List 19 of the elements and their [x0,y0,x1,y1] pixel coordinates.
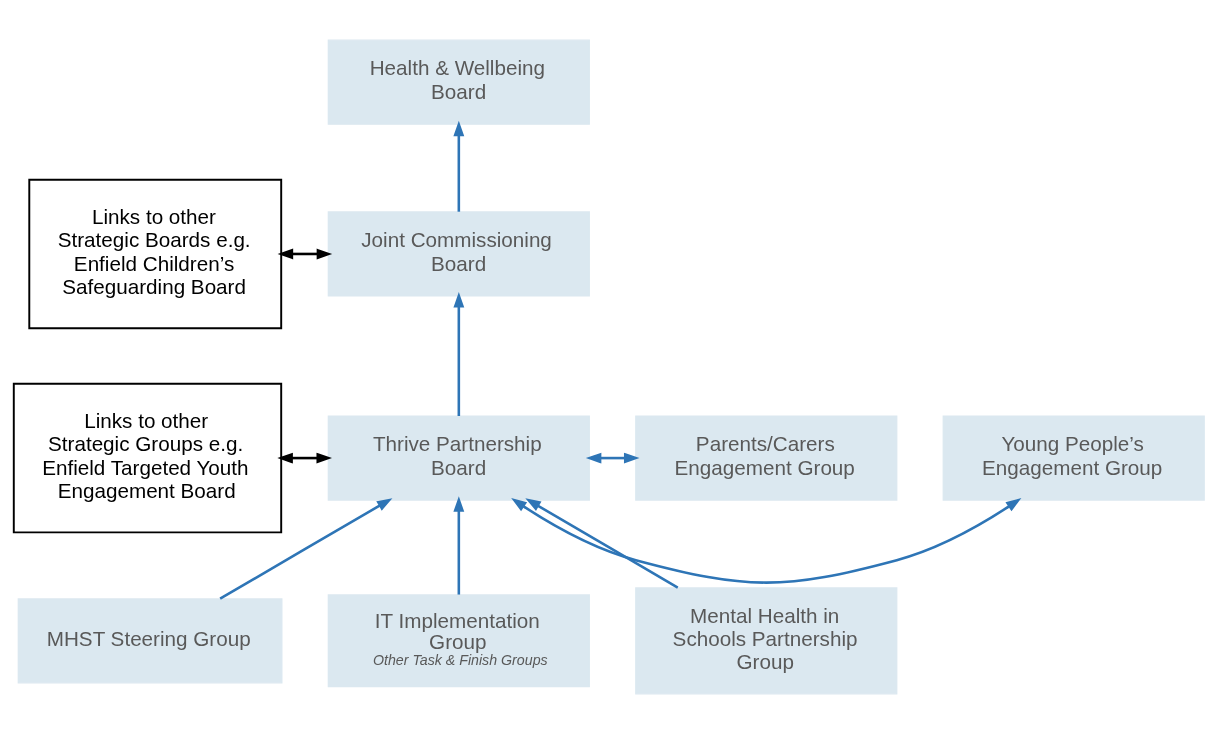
node-box: Young People’s Engagement Group [942,415,1205,501]
arrow [277,248,333,260]
node-box: Links to other Strategic Boards e.g. Enfield Children’s Safeguarding Board [28,178,283,330]
node-box: Mental Health in Schools Partnership Group [635,587,898,695]
arrow [453,120,465,212]
arrow [219,498,393,600]
arrow [453,496,465,595]
arrow [585,452,640,464]
node-box: MHST Steering Group [17,598,283,684]
arrow [453,292,465,416]
node-box: Links to other Strategic Groups e.g. Enfield Targeted Youth Engagement Board [12,382,283,534]
node-box: Joint Commissioning Board [327,211,590,297]
node-box: IT Implementation Group Other Task & Finish Groups [327,594,590,688]
node-box: Health & Wellbeing Board [327,39,590,125]
arrow [511,498,1022,584]
node-box: Parents/Carers Engagement Group [635,415,898,501]
node-box: Thrive Partnership Board [327,415,590,501]
arrow [277,452,332,464]
arrow [525,498,679,589]
